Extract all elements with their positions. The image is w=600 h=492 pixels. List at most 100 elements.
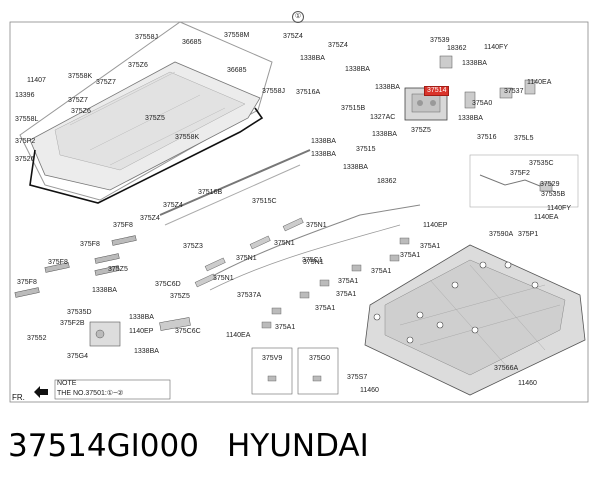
part-label: 375A1 <box>315 305 336 312</box>
part-label: 1338BA <box>311 151 336 158</box>
part-label: 37566A <box>494 365 519 372</box>
part-label: 375F8 <box>48 259 68 266</box>
part-label: 375V9 <box>262 355 283 362</box>
part-label: 37558J <box>262 88 285 95</box>
part-label: 375Z5 <box>411 127 431 134</box>
part-label: 1338BA <box>129 314 154 321</box>
part-label: 37537A <box>237 292 262 299</box>
part-label: 1327AC <box>370 114 396 121</box>
part-label: 375C1 <box>302 257 323 264</box>
part-label: 37558K <box>68 73 93 80</box>
part-label: 1338BA <box>300 55 325 62</box>
part-label: 1338BA <box>345 66 370 73</box>
part-label: 375N1 <box>303 259 324 266</box>
part-label: 36685 <box>227 67 247 74</box>
part-label: 13396 <box>15 92 35 99</box>
part-label: 1338BA <box>372 131 397 138</box>
part-label: 375A1 <box>275 324 296 331</box>
part-label: 375F8 <box>80 241 100 248</box>
lower-tray-inner <box>384 259 566 376</box>
part-label: 37537 <box>504 88 524 95</box>
part-label: 375N1 <box>306 222 327 229</box>
part-label: 375C6C <box>175 328 201 335</box>
part-label: 375N1 <box>236 255 257 262</box>
part-label: 1140EP <box>423 222 448 229</box>
part-label: 375G0 <box>309 355 331 362</box>
part-label: 375P1 <box>518 231 539 238</box>
part-label: 375A1 <box>400 252 421 259</box>
part-label: 375Z7 <box>68 97 88 104</box>
part-label: 37558L <box>15 116 39 123</box>
part-label: 37515B <box>341 105 366 112</box>
part-label: 1338BA <box>458 115 483 122</box>
caption: 37514GI000 HYUNDAI <box>8 428 397 464</box>
part-label: 37535B <box>541 191 566 198</box>
bracket-375G4 <box>89 321 121 347</box>
part-label: 37558J <box>135 34 158 41</box>
part-label: 37516A <box>296 89 321 96</box>
part-label: 375A1 <box>336 291 357 298</box>
part-label: 375Z4 <box>163 202 183 209</box>
part-label: 36685 <box>182 39 202 46</box>
part-label: 18362 <box>447 45 467 52</box>
part-label: 1140EA <box>527 79 552 86</box>
part-label: 375P2 <box>15 138 36 145</box>
part-label: 1338BA <box>462 60 487 67</box>
part-label: 37558K <box>175 134 200 141</box>
part-label: 375Z6 <box>128 62 148 69</box>
part-label: 375L5 <box>514 135 534 142</box>
part-label: 37539 <box>430 37 450 44</box>
part-label: 375A0 <box>472 100 493 107</box>
brand-name: HYUNDAI <box>226 428 369 464</box>
part-number: 37514GI000 <box>8 428 199 464</box>
part-label: 18362 <box>377 178 397 185</box>
part-label: 1140EA <box>534 214 559 221</box>
note-box: NOTE THE NO.37501:①~② <box>55 380 175 398</box>
part-label: 1338BA <box>343 164 368 171</box>
part-label: 375G4 <box>67 353 89 360</box>
part-label: 375Z5 <box>145 115 165 122</box>
part-label: 1338BA <box>311 138 336 145</box>
part-label: 37529 <box>540 181 560 188</box>
part-label: 375Z6 <box>71 108 91 115</box>
part-label: 375Z7 <box>96 79 116 86</box>
part-label: 1338BA <box>375 84 400 91</box>
part-label: 37515 <box>356 146 376 153</box>
part-label: 11460 <box>518 380 537 387</box>
part-label: 375A1 <box>371 268 392 275</box>
cable-37516B <box>159 149 311 216</box>
part-label: 1140EP <box>129 328 154 335</box>
part-label: 37526 <box>15 156 35 163</box>
part-label: 37515C <box>252 198 277 205</box>
part-label: 37535C <box>529 160 554 167</box>
gasket-loop <box>29 107 264 204</box>
part-label: 1338BA <box>134 348 159 355</box>
note-title: NOTE <box>57 380 77 387</box>
harness-375C1 <box>204 204 421 281</box>
part-label: 375Z4 <box>328 42 348 49</box>
part-label: 37590A <box>489 231 514 238</box>
part-label: 37516 <box>477 134 497 141</box>
inset-375V9 <box>251 347 293 395</box>
front-mark: FR. <box>12 393 25 402</box>
exploded-view-drawing <box>9 21 589 403</box>
part-label: 375N1 <box>274 240 295 247</box>
inset-box-37535 <box>469 154 579 208</box>
part-label: 1338BA <box>92 287 117 294</box>
part-label: 37535D <box>67 309 92 316</box>
upper-cover-outline <box>19 21 273 201</box>
part-label: 37552 <box>27 335 47 342</box>
part-label: 375Z5 <box>108 266 128 273</box>
part-label: 375Z3 <box>183 243 203 250</box>
part-label: 375Z5 <box>170 293 190 300</box>
part-label: 375Z4 <box>140 215 160 222</box>
part-label: 37516B <box>198 189 223 196</box>
part-label: 11407 <box>27 77 46 84</box>
part-label: 375Z4 <box>283 33 303 40</box>
part-label: 1140FY <box>484 44 508 51</box>
note-frame <box>54 379 171 400</box>
part-label: 375A1 <box>338 278 359 285</box>
front-arrow-icon <box>34 386 48 398</box>
part-label: 375F8 <box>17 279 37 286</box>
